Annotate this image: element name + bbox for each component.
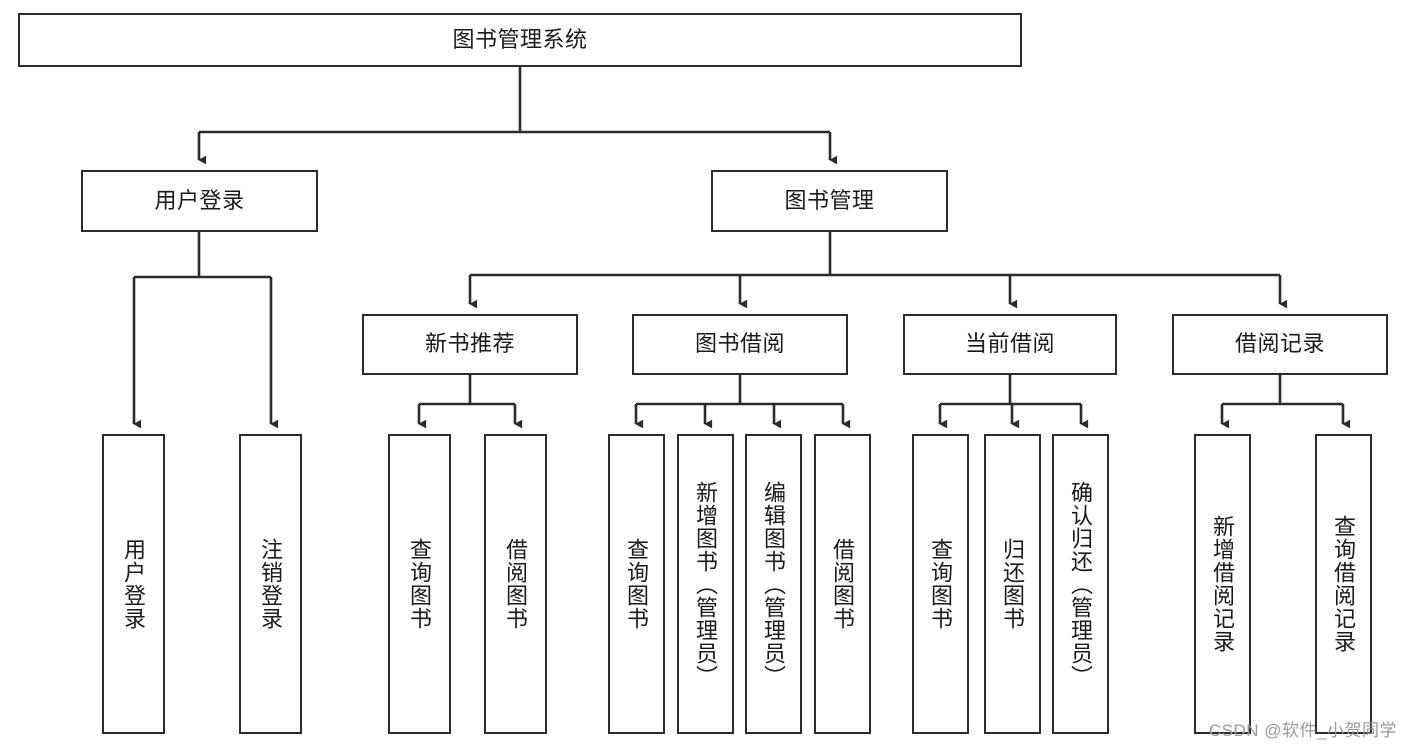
node-root[interactable]: 图书管理系统 xyxy=(18,13,1022,67)
leaf-query-book-borrow[interactable]: 查询图书 xyxy=(608,434,665,734)
node-current-borrow[interactable]: 当前借阅 xyxy=(903,314,1117,375)
node-user-login-label: 用户登录 xyxy=(154,187,245,213)
leaf-return-book-label: 归还图书 xyxy=(1000,538,1026,630)
node-borrow-record-label: 借阅记录 xyxy=(1234,331,1325,357)
leaf-user-logout-label: 注销登录 xyxy=(258,538,284,630)
leaf-query-borrow-record-label: 查询借阅记录 xyxy=(1331,515,1357,653)
node-book-borrow[interactable]: 图书借阅 xyxy=(632,314,848,375)
leaf-add-borrow-record-label: 新增借阅记录 xyxy=(1210,515,1236,653)
node-current-borrow-label: 当前借阅 xyxy=(964,331,1055,357)
leaf-query-book-borrow-label: 查询图书 xyxy=(624,538,650,630)
node-root-label: 图书管理系统 xyxy=(452,26,588,52)
leaf-add-book-admin-label: 新增图书（管理员） xyxy=(693,480,719,688)
leaf-query-borrow-record[interactable]: 查询借阅记录 xyxy=(1315,434,1372,734)
leaf-confirm-return-admin-label: 确认归还（管理员） xyxy=(1068,480,1094,688)
leaf-query-book-recommend-label: 查询图书 xyxy=(407,538,433,630)
leaf-borrow-book-label: 借阅图书 xyxy=(830,538,856,630)
node-book-management[interactable]: 图书管理 xyxy=(711,170,948,232)
leaf-add-borrow-record[interactable]: 新增借阅记录 xyxy=(1194,434,1251,734)
node-borrow-record[interactable]: 借阅记录 xyxy=(1172,314,1388,375)
watermark: CSDN @软件_小贺同学 xyxy=(1208,721,1397,740)
node-new-book-recommend[interactable]: 新书推荐 xyxy=(362,314,578,375)
leaf-user-login-label: 用户登录 xyxy=(121,538,147,630)
leaf-return-book[interactable]: 归还图书 xyxy=(984,434,1041,734)
leaf-borrow-book[interactable]: 借阅图书 xyxy=(814,434,871,734)
leaf-borrow-book-recommend[interactable]: 借阅图书 xyxy=(484,434,547,734)
node-book-management-label: 图书管理 xyxy=(784,187,875,213)
leaf-query-book-recommend[interactable]: 查询图书 xyxy=(388,434,451,734)
node-new-book-recommend-label: 新书推荐 xyxy=(424,331,515,357)
leaf-edit-book-admin-label: 编辑图书（管理员） xyxy=(761,480,787,688)
leaf-edit-book-admin[interactable]: 编辑图书（管理员） xyxy=(745,434,802,734)
leaf-add-book-admin[interactable]: 新增图书（管理员） xyxy=(677,434,734,734)
node-book-borrow-label: 图书借阅 xyxy=(694,331,785,357)
leaf-borrow-book-recommend-label: 借阅图书 xyxy=(503,538,529,630)
node-user-login[interactable]: 用户登录 xyxy=(81,170,318,232)
leaf-user-logout[interactable]: 注销登录 xyxy=(239,434,302,734)
leaf-confirm-return-admin[interactable]: 确认归还（管理员） xyxy=(1052,434,1109,734)
leaf-query-book-current-label: 查询图书 xyxy=(928,538,954,630)
leaf-user-login[interactable]: 用户登录 xyxy=(102,434,165,734)
leaf-query-book-current[interactable]: 查询图书 xyxy=(912,434,969,734)
